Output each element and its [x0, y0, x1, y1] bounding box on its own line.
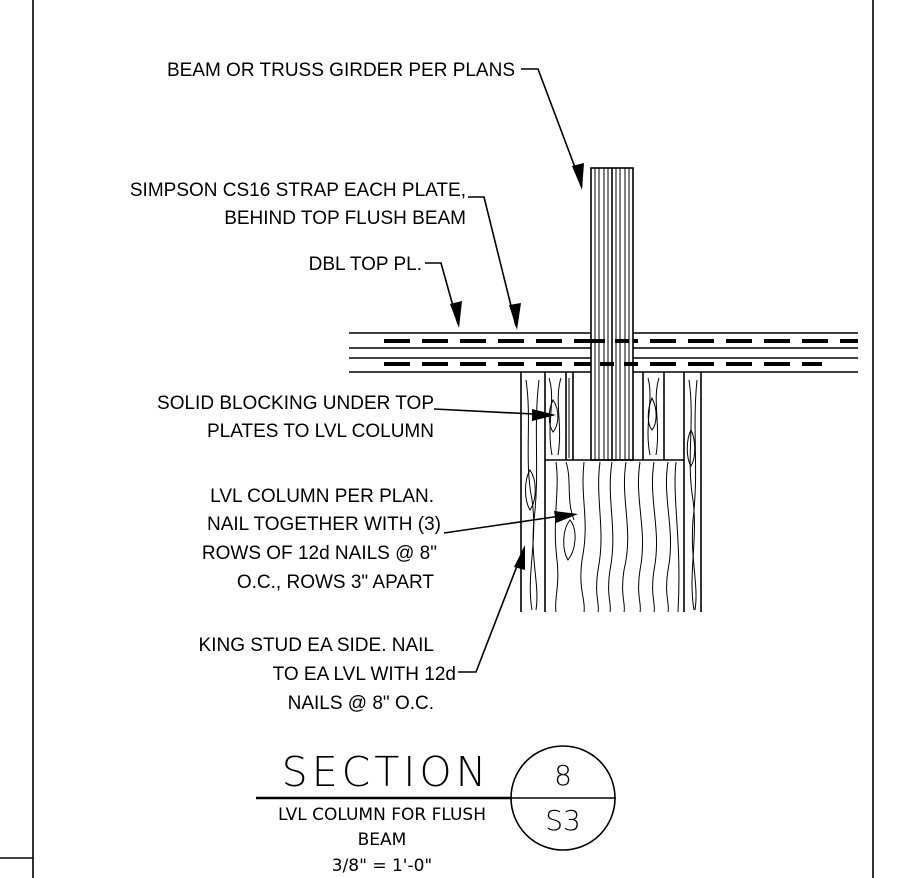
- detail-number: 8: [554, 759, 572, 792]
- callout-king-line3: NAILS @ 8" O.C.: [288, 693, 434, 714]
- section-title-block: SECTION 8 S3 LVL COLUMN FOR FLUSH BEAM 3…: [256, 745, 616, 876]
- sheet-number: S3: [545, 804, 581, 837]
- section-heading: SECTION: [282, 748, 491, 796]
- beam: [590, 167, 634, 461]
- leader-lines: [425, 68, 583, 673]
- callout-strap-line2: BEHIND TOP FLUSH BEAM: [224, 208, 466, 229]
- callout-blocking-line2: PLATES TO LVL COLUMN: [207, 421, 434, 442]
- callout-king-line1: KING STUD EA SIDE. NAIL: [199, 635, 434, 656]
- callout-beam: BEAM OR TRUSS GIRDER PER PLANS: [167, 60, 515, 81]
- leader-arrowheads: [450, 163, 584, 570]
- section-scale: 3/8" = 1'-0": [332, 856, 433, 876]
- callout-column-line2: NAIL TOGETHER WITH (3): [207, 514, 441, 535]
- callout-strap-line1: SIMPSON CS16 STRAP EACH PLATE,: [130, 180, 466, 201]
- top-plate-over-beam: [591, 339, 633, 366]
- detail-bubble: [510, 745, 616, 851]
- sheet-border: [0, 0, 874, 878]
- callout-top-plate: DBL TOP PL.: [309, 254, 422, 275]
- callout-blocking-line1: SOLID BLOCKING UNDER TOP: [157, 393, 434, 414]
- callout-king-line2: TO EA LVL WITH 12d: [273, 664, 456, 685]
- lvl-column-grain: [554, 461, 680, 613]
- blocking-grain: [548, 377, 660, 458]
- callout-column-line1: LVL COLUMN PER PLAN.: [210, 486, 434, 507]
- callout-column-line4: O.C., ROWS 3" APART: [237, 572, 435, 593]
- section-subtitle-line1: LVL COLUMN FOR FLUSH: [278, 805, 486, 825]
- wall-framing: [520, 372, 702, 612]
- callout-column-line3: ROWS OF 12d NAILS @ 8": [202, 543, 437, 564]
- callouts: BEAM OR TRUSS GIRDER PER PLANS SIMPSON C…: [130, 60, 515, 714]
- section-subtitle-line2: BEAM: [358, 830, 407, 850]
